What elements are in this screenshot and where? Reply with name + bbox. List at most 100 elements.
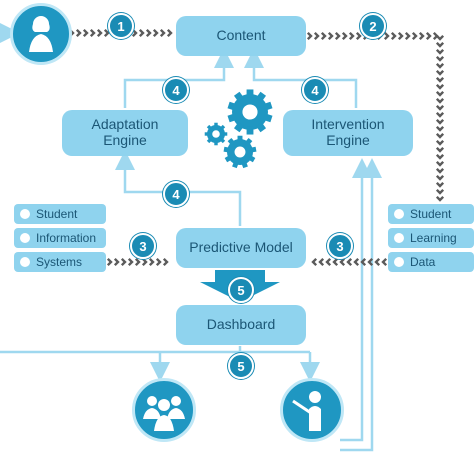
- gear-tooth: [214, 141, 218, 146]
- chevron-mark: [355, 31, 362, 41]
- right-list-item: Student: [388, 204, 474, 224]
- right-list-item: Data: [388, 252, 474, 272]
- adaptation-engine-box: Adaptation Engine: [62, 110, 188, 156]
- chevron-mark: [332, 257, 339, 267]
- chevron-mark: [425, 31, 432, 41]
- chevron-mark: [435, 188, 445, 195]
- bullet-icon: [394, 209, 404, 219]
- left-list-item: Systems: [14, 252, 106, 272]
- content-label: Content: [216, 27, 266, 44]
- gear-tooth: [227, 101, 237, 111]
- chevron-mark: [311, 257, 318, 267]
- chevron-mark: [162, 257, 169, 267]
- chevron-mark: [141, 257, 148, 267]
- chevron-mark: [383, 31, 390, 41]
- chevron-mark: [435, 195, 445, 202]
- chevron-mark: [334, 31, 341, 41]
- chevron-mark: [103, 28, 110, 38]
- chevron-mark: [138, 28, 145, 38]
- chevron-mark: [367, 257, 374, 267]
- gear-tooth: [256, 91, 267, 102]
- right-list-label: Data: [410, 255, 436, 269]
- bullet-icon: [20, 257, 30, 267]
- chevron-mark: [435, 174, 445, 181]
- gear-tooth: [227, 137, 235, 146]
- chevron-mark: [435, 167, 445, 174]
- chevron-mark: [313, 31, 320, 41]
- step-badge: 1: [108, 13, 134, 39]
- chevron-mark: [374, 257, 381, 267]
- chevron-mark: [435, 83, 445, 90]
- gear-tooth: [214, 122, 218, 127]
- gear-tooth: [220, 124, 226, 130]
- left-list-label: Information: [36, 231, 97, 245]
- chevron-mark: [435, 76, 445, 83]
- right-list-label: Student: [410, 207, 452, 221]
- bullet-icon: [20, 233, 30, 243]
- chevron-mark: [435, 41, 445, 48]
- right-list-label: Learning: [410, 231, 457, 245]
- chevron-mark: [155, 257, 162, 267]
- chevron-mark: [435, 55, 445, 62]
- chevron-mark: [145, 28, 152, 38]
- chevron-mark: [348, 31, 355, 41]
- chevron-mark: [148, 257, 155, 267]
- adaptation-engine-label: Adaptation Engine: [91, 116, 159, 148]
- chevron-mark: [96, 28, 103, 38]
- gear-tooth: [227, 113, 237, 123]
- chevron-mark: [435, 153, 445, 160]
- chevron-mark: [113, 257, 120, 267]
- chevron-mark: [435, 139, 445, 146]
- gear-tooth: [204, 132, 209, 136]
- student-icon: [10, 3, 72, 65]
- gear-tooth: [263, 113, 273, 123]
- gear-tooth: [223, 132, 228, 136]
- step-badge: 2: [360, 13, 386, 39]
- left-list-label: Student: [36, 207, 78, 221]
- dashboard-label: Dashboard: [206, 316, 276, 333]
- gear-tooth: [246, 126, 254, 135]
- dashboard-box: Dashboard: [176, 305, 306, 345]
- chevron-mark: [390, 31, 397, 41]
- gear-tooth: [248, 155, 256, 163]
- chevron-mark: [152, 28, 159, 38]
- bullet-icon: [20, 209, 30, 219]
- left-list-item: Student: [14, 204, 106, 224]
- chevron-mark: [318, 257, 325, 267]
- gear-tooth: [256, 122, 267, 133]
- instructor-icon: [280, 378, 344, 442]
- chevron-mark: [381, 257, 388, 267]
- step-badge: 3: [327, 233, 353, 259]
- chevron-mark: [339, 257, 346, 267]
- intervention-engine-box: Intervention Engine: [283, 110, 413, 156]
- chevron-mark: [159, 28, 166, 38]
- content-box: Content: [176, 16, 306, 56]
- gear-tooth: [250, 146, 257, 153]
- chevron-mark: [435, 97, 445, 104]
- gear-tooth: [263, 101, 273, 111]
- chevron-mark: [341, 31, 348, 41]
- group-icon: [132, 378, 196, 442]
- chevron-mark: [75, 28, 82, 38]
- chevron-mark: [131, 28, 138, 38]
- chevron-mark: [435, 111, 445, 118]
- gear-tooth: [206, 138, 212, 144]
- chevron-mark: [360, 257, 367, 267]
- right-list-item: Learning: [388, 228, 474, 248]
- predictive-model-label: Predictive Model: [189, 239, 293, 256]
- chevron-mark: [325, 257, 332, 267]
- chevron-mark: [127, 257, 134, 267]
- chevron-mark: [327, 31, 334, 41]
- gear-hole: [234, 146, 246, 158]
- chevron-mark: [435, 34, 445, 41]
- gear-hole: [242, 104, 258, 120]
- chevron-mark: [89, 28, 96, 38]
- chevron-mark: [435, 69, 445, 76]
- chevron-mark: [435, 48, 445, 55]
- gear-tooth: [232, 161, 239, 169]
- chevron-mark: [418, 31, 425, 41]
- step-badge: 4: [302, 77, 328, 103]
- chevron-mark: [435, 90, 445, 97]
- bullet-icon: [394, 257, 404, 267]
